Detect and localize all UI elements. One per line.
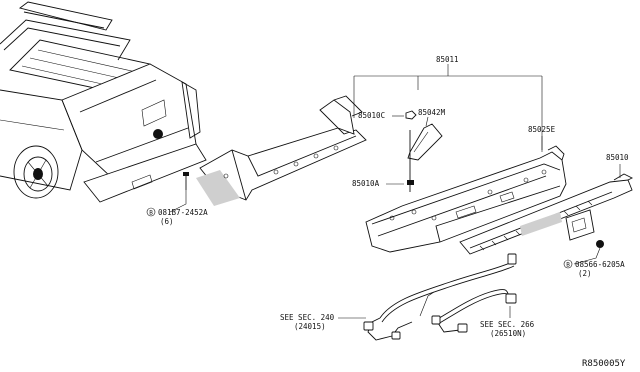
bolt-right-quantity: (2) <box>578 269 592 278</box>
bolt-081b7-icon <box>183 172 189 190</box>
leader-85011 <box>353 64 543 150</box>
label-85010a: 85010A <box>352 179 380 188</box>
truck-rear-illustration <box>0 1 207 203</box>
label-85025e: 85025E <box>528 125 556 134</box>
bolt-right-callout: B 08566-6205A (2) <box>563 259 625 278</box>
label-see-sec-240: SEE SEC. 240 <box>280 313 335 322</box>
bolt-left-part-number: 081B7-2452A <box>158 208 208 217</box>
diagram-id: R850005Y <box>582 359 626 369</box>
stay-85042m <box>407 123 443 161</box>
bolt-left-quantity: (6) <box>160 217 174 226</box>
nut-85010c-icon <box>405 110 417 120</box>
rear-bumper-85025e <box>365 145 567 253</box>
bolt-right-part-number: 08566-6205A <box>575 260 625 269</box>
bolt-right-prefix: B <box>566 262 570 269</box>
label-85010: 85010 <box>606 153 629 162</box>
leader-bolt-right <box>573 247 601 265</box>
leader-85042m <box>425 116 429 127</box>
label-85011: 85011 <box>436 55 459 64</box>
bumper-frame-bracket <box>196 95 367 206</box>
label-85010c: 85010C <box>358 111 385 120</box>
label-see-sec-266: SEE SEC. 266 <box>480 320 535 329</box>
nut-08566-icon <box>596 240 604 248</box>
rear-step-85010 <box>459 173 634 255</box>
label-see-sec-266-code: (26510N) <box>490 329 526 338</box>
wiring-harness-26510n <box>431 289 517 333</box>
label-see-sec-240-code: (24015) <box>294 322 326 331</box>
emblem-icon <box>153 129 163 139</box>
bolt-left-prefix: B <box>149 210 153 217</box>
label-85042m: 85042M <box>418 108 446 117</box>
leader-bolt-left <box>169 190 187 213</box>
bolt-left-callout: B 081B7-2452A (6) <box>146 207 208 226</box>
bolt-b-symbol-icon <box>146 207 156 217</box>
bolt-right-b-symbol-icon <box>563 259 573 269</box>
wiring-harness-24015 <box>363 253 517 341</box>
bolt-85010a-icon <box>407 180 414 192</box>
